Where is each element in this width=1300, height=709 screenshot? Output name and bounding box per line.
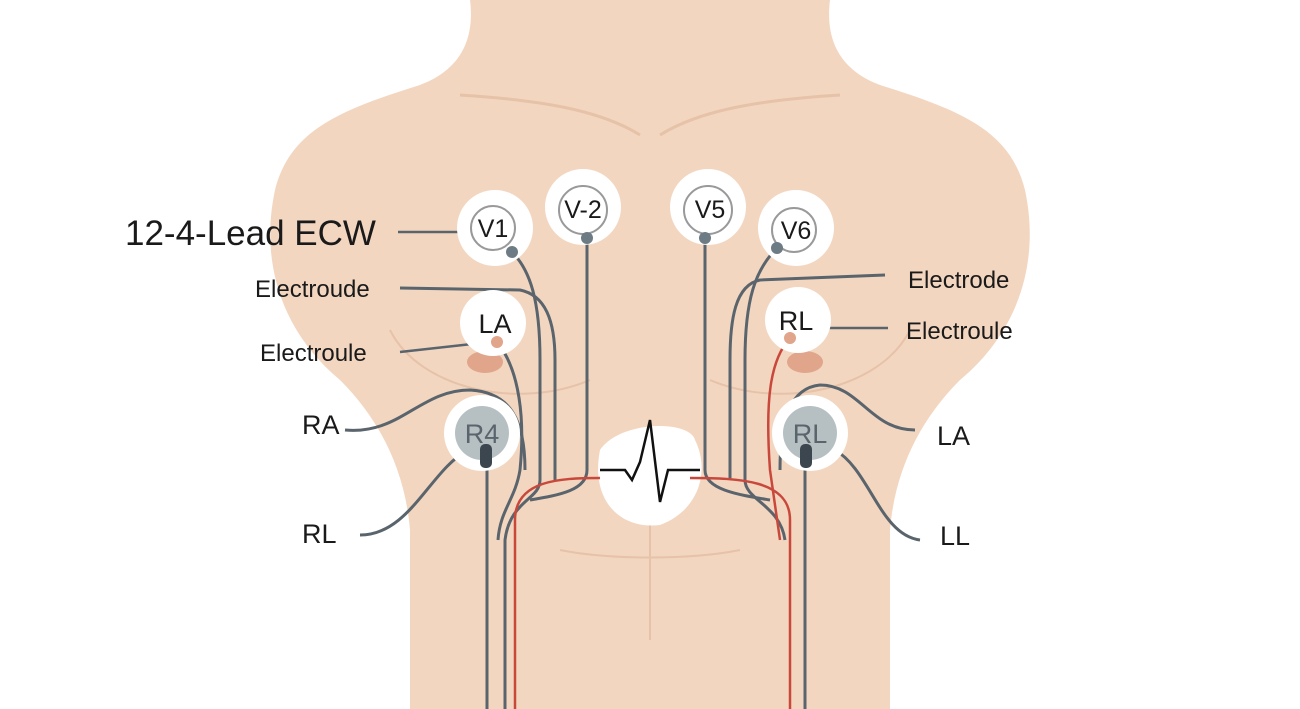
label-ll: LL — [940, 521, 970, 551]
svg-text:V6: V6 — [781, 217, 812, 245]
electrode-rl-lower: RL — [772, 395, 848, 471]
ecg-trace-icon — [600, 419, 700, 503]
label-ra: RA — [302, 410, 340, 440]
svg-text:RL: RL — [793, 419, 828, 449]
nipple-right — [787, 351, 823, 373]
label-la: LA — [937, 421, 970, 451]
diagram-title: 12-4-Lead ECW — [125, 214, 376, 253]
label-rl: RL — [302, 519, 337, 549]
heart-pad — [598, 426, 702, 526]
electrode-v1: V1 — [457, 190, 533, 266]
collarbone-right — [659, 93, 841, 137]
svg-text:V-2: V-2 — [564, 196, 602, 224]
collarbone-left — [459, 93, 641, 137]
electrode-v5: V5 — [670, 169, 746, 245]
label-electroule-right: Electroule — [906, 318, 1013, 345]
electrode-r4: R4 — [444, 395, 520, 471]
label-electroude: Electroude — [255, 276, 370, 303]
electrode-rl-upper: RL — [765, 287, 831, 353]
electrode-v6: V6 — [758, 190, 834, 266]
torso — [270, 0, 1030, 709]
svg-text:RL: RL — [779, 306, 814, 336]
nipple-left — [467, 351, 503, 373]
svg-text:R4: R4 — [465, 419, 500, 449]
electrode-la: LA — [460, 290, 526, 356]
svg-text:LA: LA — [478, 309, 511, 339]
svg-text:V1: V1 — [478, 215, 509, 243]
label-electroule-left: Electroule — [260, 340, 367, 367]
chest-line-right — [709, 329, 911, 395]
electrode-v2: V-2 — [545, 169, 621, 245]
label-electrode-right: Electrode — [908, 267, 1009, 294]
svg-text:V5: V5 — [695, 196, 726, 224]
